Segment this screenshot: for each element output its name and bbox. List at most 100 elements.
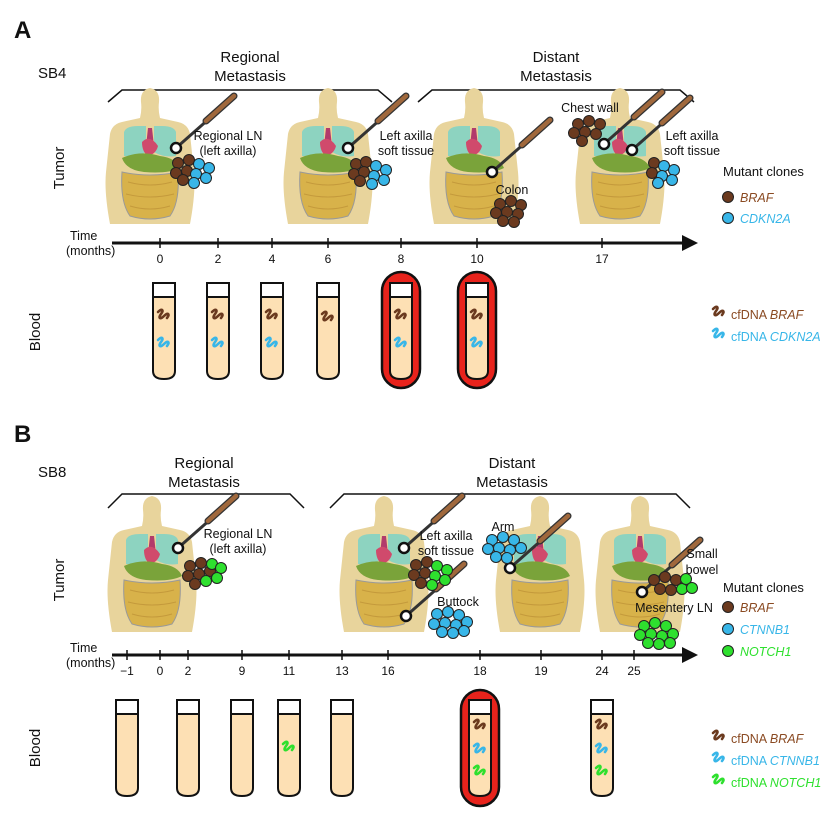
clone-cluster-a-3 [490, 195, 527, 228]
blood-tube-a-10 [465, 282, 489, 380]
timeline-b-tick-label: 16 [381, 664, 395, 678]
time-unit-label-a: (months) [66, 244, 115, 258]
blood-tube-a-8 [389, 282, 413, 380]
site-label-b-2: Left axilla [420, 529, 473, 543]
ctnnb1-clone-icon [722, 623, 734, 635]
timeline-a-tick-label: 0 [157, 252, 164, 266]
blood-label-b: Blood [27, 729, 44, 767]
timeline-a-tick-label: 4 [269, 252, 276, 266]
panel-b: B SB8 Regional Metastasis Distant Metast… [14, 421, 821, 808]
tumor-label-a: Tumor [51, 147, 68, 190]
clone-cluster-a-4 [568, 115, 606, 147]
blood-tube-a-2 [206, 282, 230, 380]
regional-label-a-2: Metastasis [214, 68, 286, 85]
cdkn2a-cfdna-icon [711, 327, 725, 339]
patient-id-b: SB8 [38, 464, 66, 481]
clone-cluster-b-1 [182, 557, 227, 590]
site-label-b-1b: (left axilla) [210, 542, 267, 556]
clone-cluster-b-4 [482, 531, 527, 564]
cfdna-prefix: cfDNA [731, 776, 768, 790]
legend-clone-braf-b: BRAF [740, 601, 775, 615]
clone-cluster-b-6 [634, 617, 679, 650]
timeline-b-tick-label: 24 [595, 664, 609, 678]
timeline-a-tick-label: 10 [470, 252, 484, 266]
tumor-label-b: Tumor [51, 559, 68, 602]
braf-clone-icon [722, 191, 734, 203]
regional-label-a-1: Regional [220, 49, 279, 66]
blood-tube-b-24 [590, 699, 614, 797]
timeline-b-tick-label: 9 [239, 664, 246, 678]
timeline-b-tick-label: 2 [185, 664, 192, 678]
distant-bracket-b [329, 493, 691, 509]
cfdna-gene: BRAF [770, 308, 805, 322]
site-label-a-1b: (left axilla) [200, 144, 257, 158]
site-label-a-5b: soft tissue [664, 144, 720, 158]
patient-id-a: SB4 [38, 65, 66, 82]
cfdna-gene: CTNNB1 [770, 754, 820, 768]
legend-clone-cdkn2a-a: CDKN2A [740, 212, 791, 226]
site-label-b-3: Buttock [437, 595, 479, 609]
clone-cluster-b-2 [408, 556, 453, 591]
regional-bracket-a [107, 89, 393, 103]
legend-title-a: Mutant clones [723, 164, 804, 179]
clone-cluster-b-3 [428, 606, 473, 639]
blood-tube-b-18 [468, 699, 492, 797]
panel-a-letter: A [14, 17, 31, 44]
notch1-cfdna-icon [711, 773, 725, 785]
timeline-b-tick-label: 0 [157, 664, 164, 678]
site-label-a-2: Left axilla [380, 129, 433, 143]
time-label-a: Time [70, 229, 97, 243]
notch1-clone-icon [722, 645, 734, 657]
body-figure-a-1 [105, 87, 195, 225]
site-label-b-6: Mesentery LN [635, 601, 713, 615]
clone-cluster-a-1 [170, 154, 215, 189]
site-label-b-5b: bowel [686, 563, 719, 577]
clone-cluster-a-2 [348, 156, 392, 190]
site-label-a-2b: soft tissue [378, 144, 434, 158]
timeline-b-tick-label: 18 [473, 664, 487, 678]
clone-cluster-b-5 [648, 571, 698, 596]
braf-cfdna-icon [711, 729, 725, 741]
legend-clone-notch1-b: NOTCH1 [740, 645, 791, 659]
timeline-b-tick-label: 25 [627, 664, 641, 678]
cfdna-gene: CDKN2A [770, 330, 821, 344]
regional-label-b-2: Metastasis [168, 474, 240, 491]
site-label-b-4: Arm [492, 520, 515, 534]
timeline-b-tick-label: 13 [335, 664, 349, 678]
braf-cfdna-icon [711, 305, 725, 317]
blood-tube-b-2 [176, 699, 200, 797]
cfdna-prefix: cfDNA [731, 330, 768, 344]
site-label-a-5: Left axilla [666, 129, 719, 143]
panel-b-letter: B [14, 421, 31, 448]
timeline-a-tick-label: 2 [215, 252, 222, 266]
distant-label-b-1: Distant [489, 455, 537, 472]
ctnnb1-cfdna-icon [711, 751, 725, 763]
timeline-a-tick-label: 17 [595, 252, 609, 266]
legend-clone-braf-a: BRAF [740, 191, 775, 205]
time-label-b: Time [70, 641, 97, 655]
clone-cluster-a-5 [646, 157, 680, 189]
panel-a: A SB4 Regional Metastasis Distant Metast… [14, 17, 821, 390]
timeline-b-tick-label: −1 [120, 664, 134, 678]
site-label-a-4: Chest wall [561, 101, 619, 115]
blood-label-a: Blood [27, 313, 44, 351]
legend-cfdna-notch1-b: cfDNA NOTCH1 [731, 776, 821, 790]
body-figure-b-1 [107, 495, 197, 633]
legend-cfdna-braf-b: cfDNA BRAF [731, 732, 805, 746]
legend-clone-ctnnb1-b: CTNNB1 [740, 623, 790, 637]
distant-label-a-1: Distant [533, 49, 581, 66]
cdkn2a-clone-icon [722, 212, 734, 224]
timeline-a-tick-label: 6 [325, 252, 332, 266]
cfdna-prefix: cfDNA [731, 308, 768, 322]
timeline-arrow-icon [682, 235, 698, 251]
legend-cfdna-braf-a: cfDNA BRAF [731, 308, 805, 322]
cfdna-gene: NOTCH1 [770, 776, 821, 790]
distant-label-b-2: Metastasis [476, 474, 548, 491]
blood-tube-b-minus1 [115, 699, 139, 797]
site-label-a-3: Colon [496, 183, 529, 197]
regional-bracket-b [107, 493, 305, 509]
timeline-a-tick-label: 8 [398, 252, 405, 266]
blood-tube-b-13 [330, 699, 354, 797]
